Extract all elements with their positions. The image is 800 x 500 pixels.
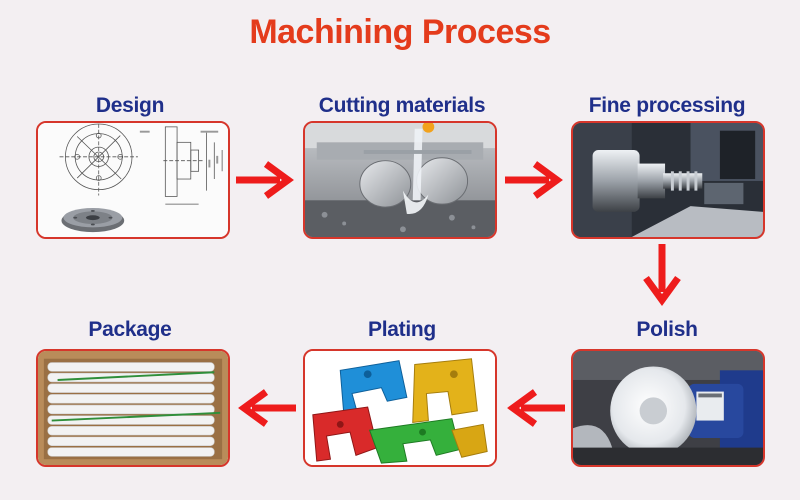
packed-rods-illustration: [38, 351, 228, 465]
plating-image: [303, 349, 497, 467]
saw-cutting-illustration: [305, 123, 495, 237]
step-label-cutting: Cutting materials: [318, 94, 486, 117]
step-label-polish: Polish: [636, 318, 698, 341]
step-label-design: Design: [95, 94, 165, 117]
arrow-down-icon: [640, 244, 684, 308]
arrow-right-icon: [236, 158, 296, 202]
design-image: [36, 121, 230, 239]
polishing-wheel-illustration: [573, 351, 763, 465]
arrow-left-icon: [236, 386, 296, 430]
page-title: Machining Process: [249, 13, 551, 51]
polish-image: [571, 349, 765, 467]
technical-drawing-illustration: [38, 123, 228, 237]
package-image: [36, 349, 230, 467]
arrow-right-icon: [505, 158, 565, 202]
anodized-parts-illustration: [305, 351, 495, 465]
step-label-plating: Plating: [368, 318, 436, 341]
step-label-package: Package: [88, 318, 172, 341]
cnc-lathe-illustration: [573, 123, 763, 237]
fine-processing-image: [571, 121, 765, 239]
arrow-left-icon: [505, 386, 565, 430]
step-label-fine-processing: Fine processing: [588, 94, 746, 117]
cutting-materials-image: [303, 121, 497, 239]
